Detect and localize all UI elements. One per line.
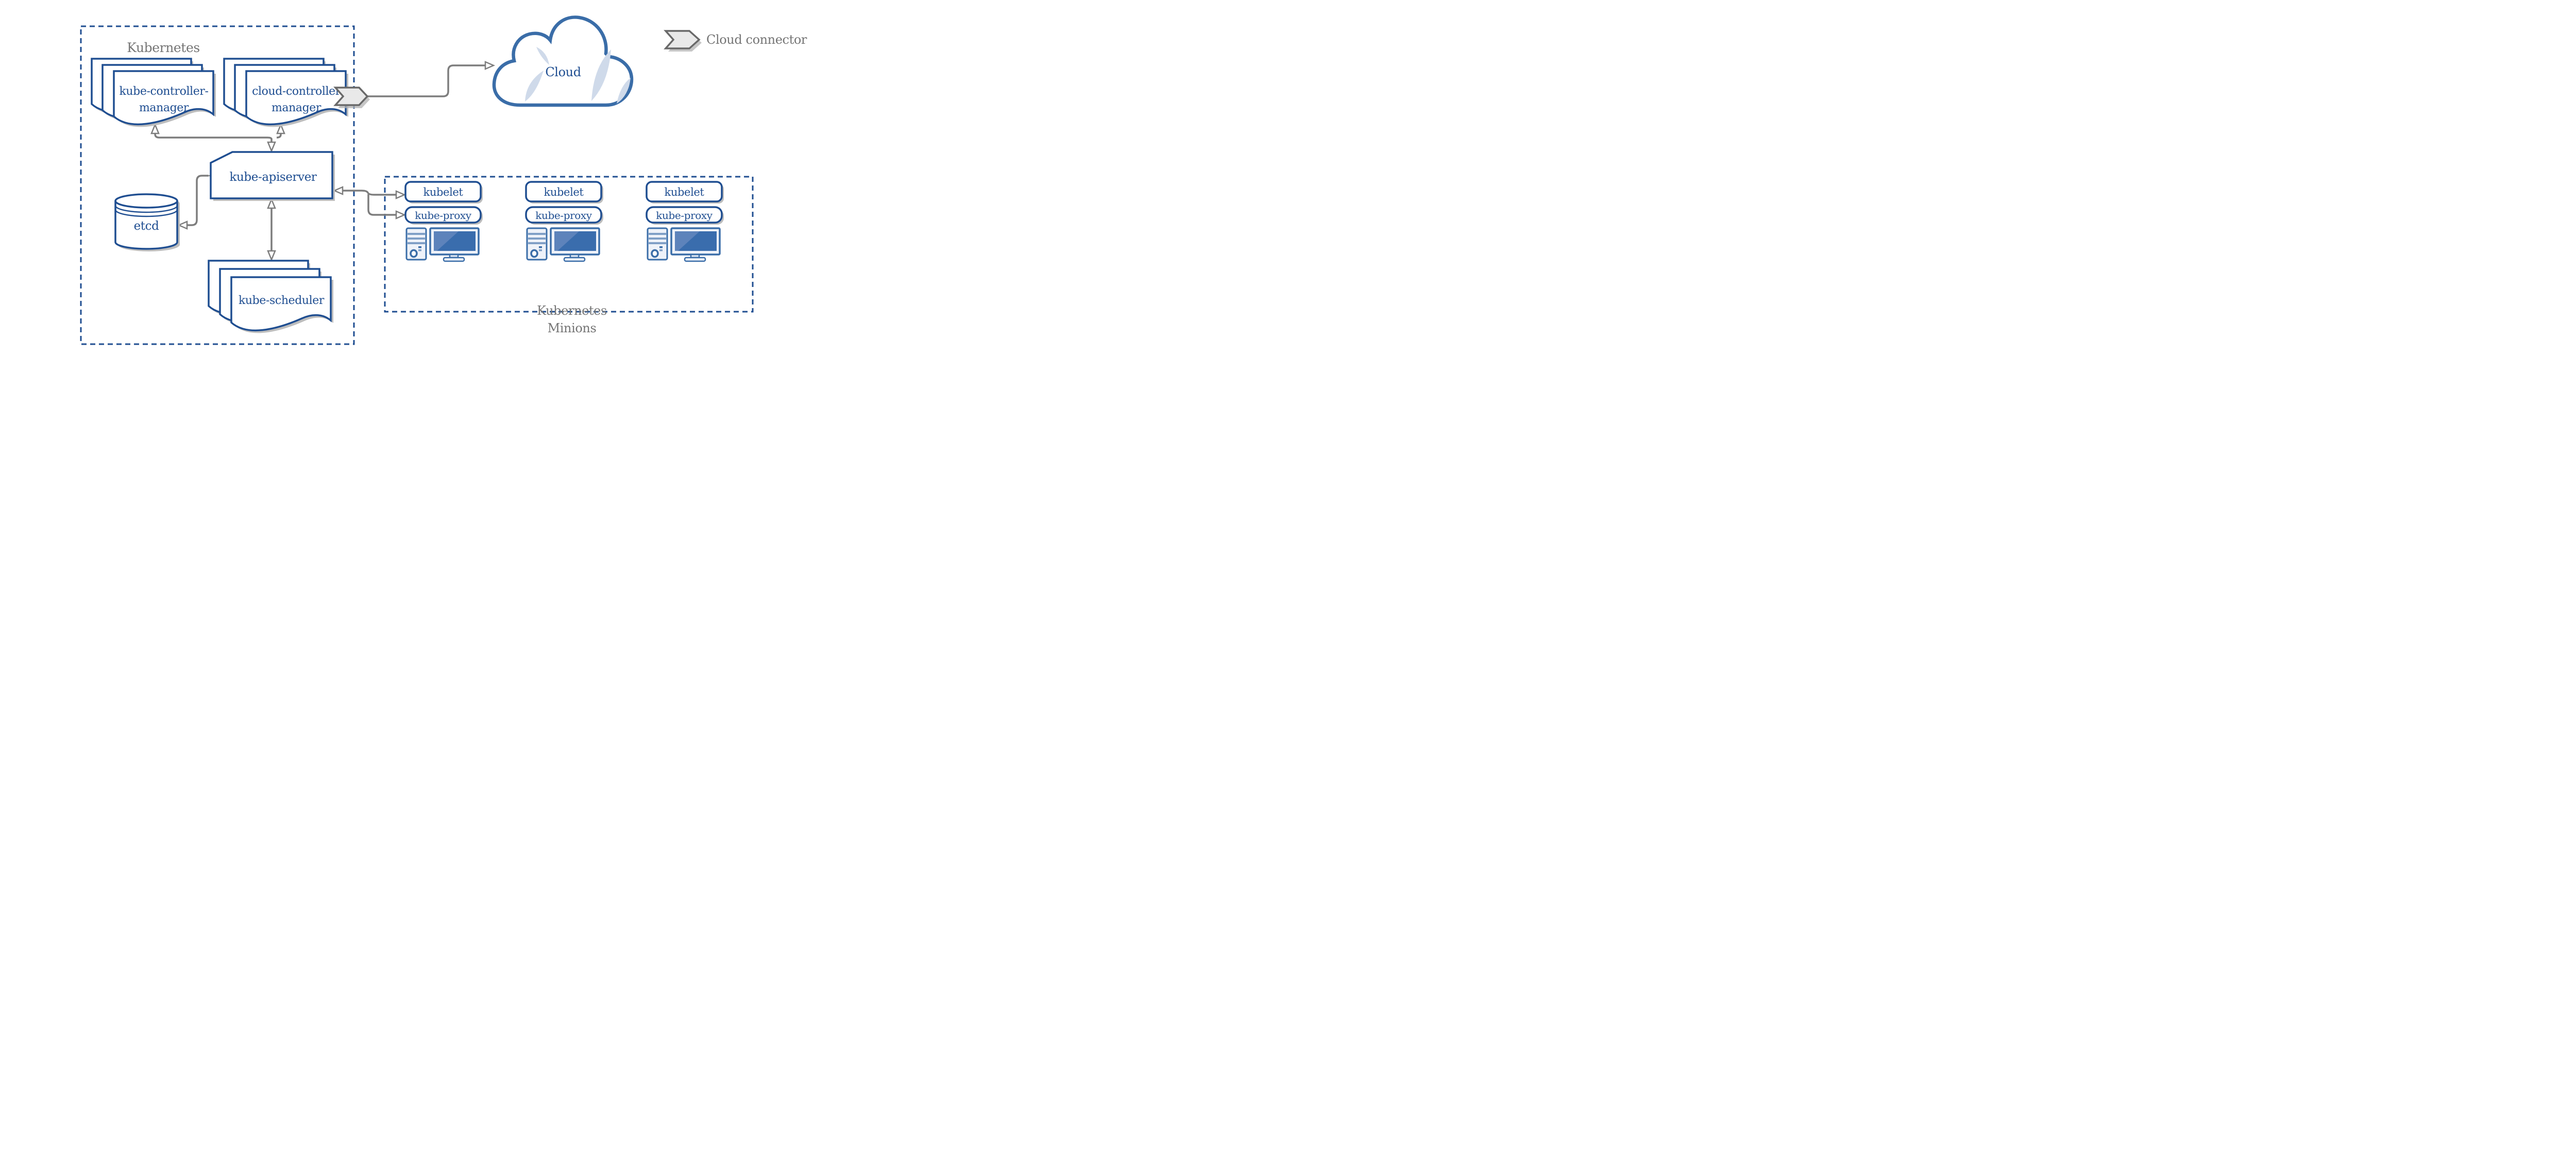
cloud-controller-manager-label-line1: cloud-controller xyxy=(252,85,341,98)
document-stack-icon xyxy=(208,260,333,333)
kube-proxy-box xyxy=(525,206,602,224)
kube-scheduler-node: kube-scheduler xyxy=(208,260,333,333)
minion-node-1: kubelet kube-proxy xyxy=(404,181,483,262)
connector-chevron-cloud xyxy=(367,64,485,97)
minions-title-line1: Kubernetes xyxy=(537,303,607,318)
kubelet-box xyxy=(525,181,602,202)
minions-group-title: Kubernetes Minions xyxy=(537,303,607,335)
minions-title-line2: Minions xyxy=(548,321,597,335)
kube-proxy-label: kube-proxy xyxy=(656,209,713,222)
kubelet-label: kubelet xyxy=(665,186,705,198)
connectors xyxy=(154,64,485,252)
document-stack-icon xyxy=(223,58,348,127)
arrowheads xyxy=(150,61,496,262)
cloud-node: Cloud xyxy=(492,15,634,107)
kubernetes-architecture-diagram: Kubernetes Master kube-controller- manag… xyxy=(0,0,808,349)
kube-controller-manager-label-line2: manager xyxy=(139,101,189,114)
minion-node-2: kubelet kube-proxy xyxy=(525,181,603,262)
kube-scheduler-label: kube-scheduler xyxy=(239,294,325,307)
legend-label: Cloud connector xyxy=(706,32,807,47)
desktop-computer-icon xyxy=(526,227,600,262)
minion-node-3: kubelet kube-proxy xyxy=(646,181,724,262)
connector-apiserver-to-controllers xyxy=(154,133,273,142)
kube-proxy-label: kube-proxy xyxy=(415,209,471,222)
kube-controller-manager-label-line1: kube-controller- xyxy=(119,85,208,98)
kubelet-box xyxy=(404,181,482,202)
cloud-controller-manager-node: cloud-controller manager xyxy=(223,58,348,127)
card-shape xyxy=(210,151,333,199)
master-group-border xyxy=(80,25,355,345)
etcd-node: etcd xyxy=(114,193,180,251)
database-cylinder-icon xyxy=(114,193,180,251)
desktop-computer-icon xyxy=(647,227,721,262)
master-title-line1: Kubernetes xyxy=(127,40,200,55)
minions-group-border xyxy=(384,176,754,313)
connector-apiserver-kubeproxy xyxy=(367,194,396,216)
document-stack-icon xyxy=(91,58,216,127)
cloud-connector-icon xyxy=(333,87,370,108)
legend: Cloud connector xyxy=(664,30,807,52)
kube-controller-manager-node: kube-controller- manager xyxy=(91,58,216,127)
connector-apiserver-to-cloud-controller xyxy=(276,133,282,139)
cloud-connector-legend-icon xyxy=(664,30,702,52)
kube-apiserver-label: kube-apiserver xyxy=(229,171,316,184)
connector-etcd-apiserver xyxy=(186,175,209,226)
kube-proxy-label: kube-proxy xyxy=(535,209,592,222)
cloud-label: Cloud xyxy=(545,65,581,79)
cloud-controller-manager-label-line2: manager xyxy=(272,101,321,114)
etcd-label: etcd xyxy=(134,219,160,233)
cloud-icon xyxy=(492,15,634,107)
kubelet-label: kubelet xyxy=(423,186,464,198)
kube-apiserver-node: kube-apiserver xyxy=(210,151,335,201)
connector-apiserver-kubelet xyxy=(342,190,396,196)
kubelet-box xyxy=(646,181,723,202)
kubelet-label: kubelet xyxy=(544,186,584,198)
cloud-crescents xyxy=(525,47,631,104)
desktop-computer-icon xyxy=(405,227,480,262)
kube-proxy-box xyxy=(404,206,482,224)
kube-proxy-box xyxy=(646,206,723,224)
